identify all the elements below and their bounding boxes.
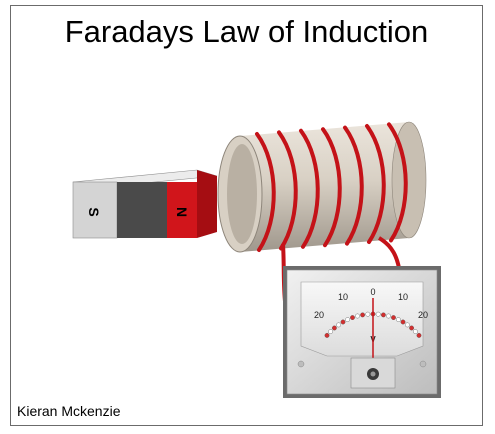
magnet-north-pole [167,182,197,238]
scale-label-left-10: 10 [338,292,348,302]
meter-screw-right [419,360,427,368]
scale-tick [336,322,341,328]
scale-tick [345,317,350,322]
scale-tick [350,315,355,320]
scale-tick [375,311,381,317]
scale-tick [416,332,422,338]
scale-tick [360,312,365,318]
bar-magnet: S N [72,169,218,239]
coil-loop [277,130,298,251]
magnet-south-pole [72,181,118,239]
scale-tick [365,311,371,317]
scale-tick [412,329,418,334]
coil-loop [365,124,386,244]
scale-tick [324,332,330,338]
diagram-frame: Faradays Law of Induction S [10,5,483,426]
scale-tick [355,313,360,319]
author-credit: Kieran Mckenzie [17,403,121,419]
diagram-title: Faradays Law of Induction [64,14,429,49]
scale-tick [409,325,414,331]
coil-tube [217,121,427,253]
scale-label-right-10: 10 [398,292,408,302]
coil-loop [321,127,342,248]
scale-tick [386,313,391,319]
scale-label-zero: 0 [370,287,375,297]
coil-loop [343,125,364,246]
scale-tick [331,325,337,331]
scale-tick [391,315,396,320]
coil-loop [299,128,320,249]
coil-loop [387,122,408,243]
north-label: N [174,207,190,217]
voltmeter: 20 10 0 10 20 V [283,266,441,398]
magnet-middle [117,182,167,238]
south-label: S [86,207,102,216]
scale-tick [395,317,401,322]
induction-illustration: S N 20 10 0 10 20 V [72,121,441,398]
meter-dial [300,281,424,357]
lead-wire-right [377,236,401,269]
scale-tick [404,322,410,328]
scale-label-right-20: 20 [418,310,428,320]
coil-loop [255,132,276,252]
scale-label-left-20: 20 [314,310,324,320]
wire-coil [255,122,408,252]
scale-tick [328,329,333,334]
meter-screw-left [297,360,305,368]
scale-tick [380,312,386,318]
scale-tick [400,319,406,325]
meter-scale [324,311,422,338]
scale-tick [340,319,346,325]
